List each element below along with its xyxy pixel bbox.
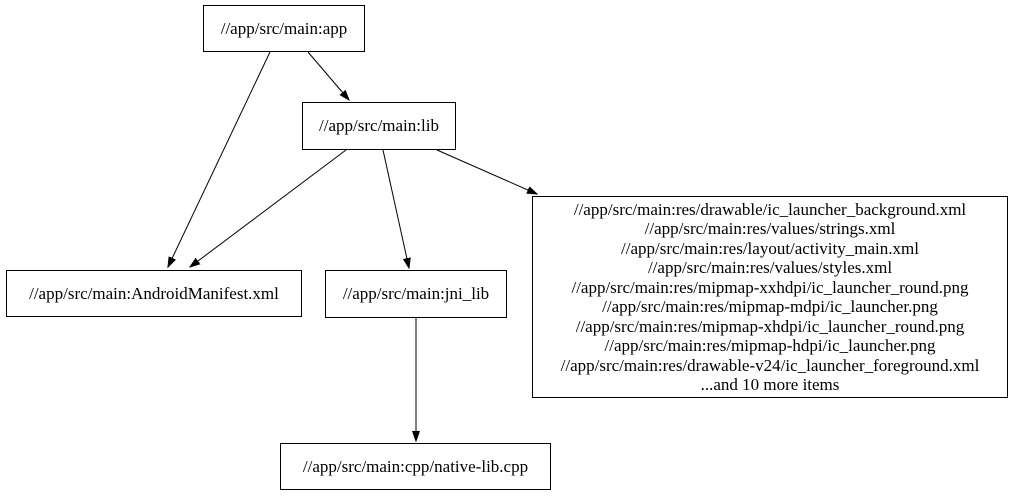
graph-node-jni-lib: //app/src/main:jni_lib <box>325 270 507 318</box>
edge-lib-resources <box>436 149 537 194</box>
resource-item-label: //app/src/main:res/drawable-v24/ic_launc… <box>560 355 980 375</box>
graph-node-resources-group: //app/src/main:res/drawable/ic_launcher_… <box>532 196 1008 398</box>
resources-more-items-label: ...and 10 more items <box>700 375 840 394</box>
node-native-lib-cpp-label: //app/src/main:cpp/native-lib.cpp <box>302 456 529 476</box>
graph-node-native-lib-cpp: //app/src/main:cpp/native-lib.cpp <box>280 443 551 490</box>
edge-lib-androidmanifest <box>190 149 347 267</box>
node-app-label: //app/src/main:app <box>220 18 348 38</box>
resource-item-label: //app/src/main:res/values/strings.xml <box>644 219 896 238</box>
node-jni-lib-label: //app/src/main:jni_lib <box>342 284 490 304</box>
node-lib-label: //app/src/main:lib <box>319 116 439 136</box>
resource-item-label: //app/src/main:res/layout/activity_main.… <box>621 238 919 258</box>
resource-item-label: //app/src/main:res/drawable/ic_launcher_… <box>573 199 967 219</box>
graph-node-lib: //app/src/main:lib <box>302 102 456 150</box>
resource-item-label: //app/src/main:res/mipmap-xxhdpi/ic_laun… <box>571 277 969 297</box>
resource-item-label: //app/src/main:res/mipmap-mdpi/ic_launch… <box>602 297 938 316</box>
resource-item-label: //app/src/main:res/values/styles.xml <box>647 258 893 277</box>
edge-app-androidmanifest <box>168 51 271 267</box>
resource-item-label: //app/src/main:res/mipmap-xhdpi/ic_launc… <box>575 316 965 336</box>
node-androidmanifest-label: //app/src/main:AndroidManifest.xml <box>29 283 279 303</box>
edge-lib-jnilib <box>382 149 409 268</box>
edge-app-lib <box>307 51 349 100</box>
graph-node-androidmanifest: //app/src/main:AndroidManifest.xml <box>6 270 302 317</box>
resource-item-label: //app/src/main:res/mipmap-hdpi/ic_launch… <box>604 336 936 355</box>
graph-node-app: //app/src/main:app <box>203 5 365 52</box>
